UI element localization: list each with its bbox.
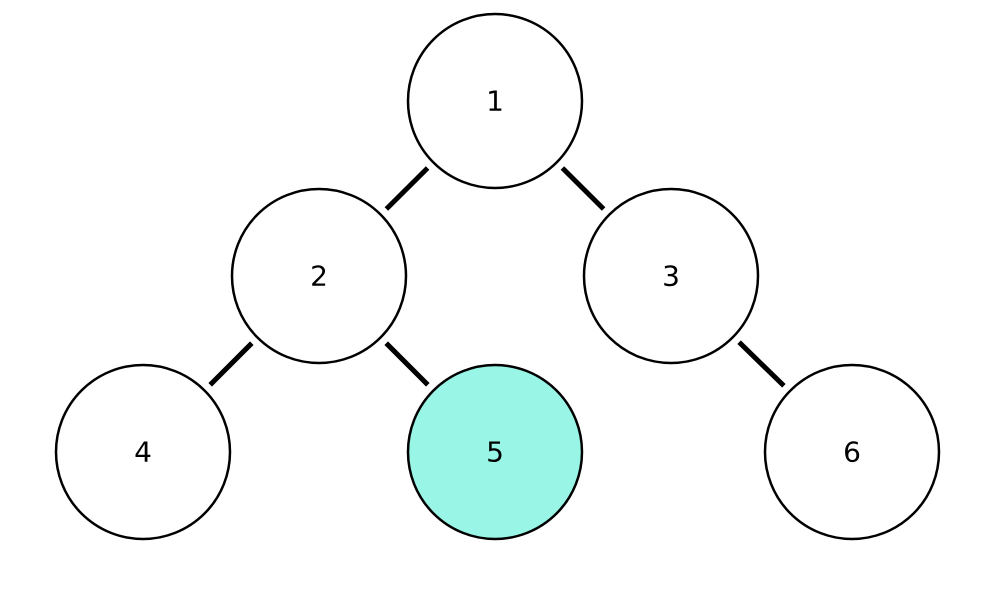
node-circle [54,363,232,541]
node-label: 5 [486,436,504,469]
edge-3-6 [737,340,786,388]
node-label: 4 [134,436,152,469]
highlighted-node-circle [406,363,584,541]
node-circle [406,12,584,190]
edge-2-4 [208,341,254,387]
node-label: 2 [310,260,328,293]
edge-2-5 [384,341,430,387]
tree-node-3: 3 [582,187,760,365]
nodes-layer: 1 2 3 4 5 6 [54,12,941,541]
node-label: 3 [662,260,680,293]
edges-layer [208,166,786,388]
node-circle [763,363,941,541]
tree-node-4: 4 [54,363,232,541]
edge-1-2 [384,166,430,211]
tree-node-2: 2 [230,187,408,365]
tree-node-5: 5 [406,363,584,541]
tree-node-6: 6 [763,363,941,541]
edge-1-3 [560,166,606,211]
node-circle [230,187,408,365]
node-circle [582,187,760,365]
node-label: 1 [486,85,504,118]
node-label: 6 [843,436,861,469]
tree-node-1: 1 [406,12,584,190]
